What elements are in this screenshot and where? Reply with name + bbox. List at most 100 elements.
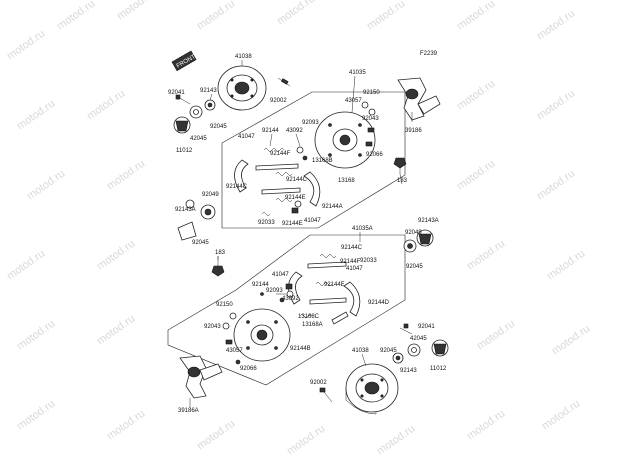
label-11012: 11012: [176, 148, 193, 154]
figure-code: F2239: [420, 51, 438, 57]
label-92043: 92043: [204, 324, 221, 330]
label-183: 183: [397, 178, 408, 184]
watermark: motod.ru: [15, 98, 57, 133]
label-41047-b: 41047: [304, 218, 321, 224]
label-92033: 92033: [258, 220, 275, 226]
label-42045: 42045: [410, 336, 427, 342]
label-92143a: 92143A: [175, 207, 196, 213]
brake-drum-upper: [217, 65, 267, 111]
label-92144: 92144: [262, 128, 279, 134]
watermark: motod.ru: [465, 408, 507, 443]
steering-knuckle-lower: [179, 355, 223, 399]
label-41047: 41047: [272, 272, 289, 278]
label-92144c-b: 92144C: [286, 177, 308, 183]
label-183: 183: [215, 250, 226, 256]
stud-bolt-lower: [319, 387, 333, 403]
watermark: motod.ru: [455, 0, 497, 32]
brake-shoes-upper: [234, 159, 321, 207]
watermark: motod.ru: [275, 0, 317, 27]
label-92066: 92066: [240, 366, 257, 372]
watermark: motod.ru: [5, 28, 47, 63]
watermark: motod.ru: [550, 323, 592, 358]
label-43092: 43092: [282, 296, 299, 302]
label-92045: 92045: [210, 124, 227, 130]
label-92143: 92143: [200, 88, 217, 94]
label-92093: 92093: [302, 120, 319, 126]
watermark: motod.ru: [365, 0, 407, 32]
label-92066: 92066: [366, 152, 383, 158]
label-92049: 92049: [202, 192, 219, 198]
watermark: motod.ru: [195, 0, 237, 32]
backing-plate-upper: [314, 111, 376, 169]
label-41047-b: 41047: [346, 266, 363, 272]
label-92144e: 92144E: [324, 282, 345, 288]
label-92045: 92045: [406, 264, 423, 270]
watermark: motod.ru: [95, 313, 137, 348]
watermark: motod.ru: [25, 168, 67, 203]
watermark: motod.ru: [95, 238, 137, 273]
bearing-set-upper: [173, 94, 216, 134]
upper-group-box: [221, 91, 406, 229]
label-41038: 41038: [235, 54, 252, 60]
watermark: motod.ru: [55, 0, 97, 32]
watermark: motod.ru: [195, 418, 237, 453]
label-11012: 11012: [430, 366, 447, 372]
label-41035: 41035: [349, 70, 366, 76]
front-badge-box: [171, 50, 197, 72]
label-92144c: 92144C: [226, 184, 248, 190]
label-92002: 92002: [270, 98, 287, 104]
label-92143a: 92143A: [418, 218, 439, 224]
label-92150: 92150: [363, 90, 380, 96]
label-92033: 92033: [360, 258, 377, 264]
label-92041: 92041: [418, 324, 435, 330]
label-92002: 92002: [310, 380, 327, 386]
label-13168a: 13168A: [302, 322, 323, 328]
bolt-washer-upper: [361, 101, 376, 147]
label-41035a: 41035A: [352, 226, 373, 232]
brake-drum-lower: [345, 363, 399, 415]
label-41047: 41047: [238, 134, 255, 140]
springs-upper: [261, 146, 308, 216]
watermark: motod.ru: [105, 158, 147, 193]
watermark: motod.ru: [455, 158, 497, 193]
label-92144b: 92144B: [290, 346, 311, 352]
watermark: motod.ru: [455, 78, 497, 113]
leader-lines: [177, 75, 413, 408]
label-92144e: 92144E: [285, 195, 306, 201]
watermark-layer: motod.ru motod.ru motod.ru motod.ru moto…: [5, 0, 592, 457]
label-92093: 92093: [266, 288, 283, 294]
bearing-set-lower-right: [403, 229, 434, 253]
label-43057: 43057: [345, 98, 362, 104]
lower-group-box: [167, 234, 406, 386]
label-92144e-b: 92144E: [282, 221, 303, 227]
watermark: motod.ru: [535, 88, 577, 123]
watermark: motod.ru: [15, 398, 57, 433]
watermark: motod.ru: [545, 248, 587, 283]
stud-bolt-upper: [277, 77, 291, 87]
front-badge: FRONT: [171, 50, 197, 72]
watermark: motod.ru: [285, 423, 327, 458]
bearing-set-lower: [392, 323, 449, 364]
watermark: motod.ru: [475, 318, 517, 353]
steering-knuckle-upper: [397, 77, 441, 121]
label-92041: 92041: [168, 90, 185, 96]
watermark: motod.ru: [535, 168, 577, 203]
lower-assembly: 41035A 92143A 92049 92045 183 92144C 410…: [167, 218, 449, 415]
bolt-washer-lower: [222, 312, 241, 365]
watermark: motod.ru: [105, 408, 147, 443]
nut-183-upper: [393, 157, 407, 174]
label-42045: 42045: [190, 136, 207, 142]
label-92150: 92150: [216, 302, 233, 308]
label-92144: 92144: [252, 282, 269, 288]
watermark: motod.ru: [465, 238, 507, 273]
label-92144f: 92144F: [270, 151, 291, 157]
watermark: motod.ru: [115, 0, 157, 22]
watermark: motod.ru: [375, 423, 417, 458]
watermark: motod.ru: [15, 318, 57, 353]
label-39186: 39186: [405, 128, 422, 134]
label-92144d: 92144D: [368, 300, 390, 306]
label-41038: 41038: [352, 348, 369, 354]
label-43057: 43057: [226, 348, 243, 354]
